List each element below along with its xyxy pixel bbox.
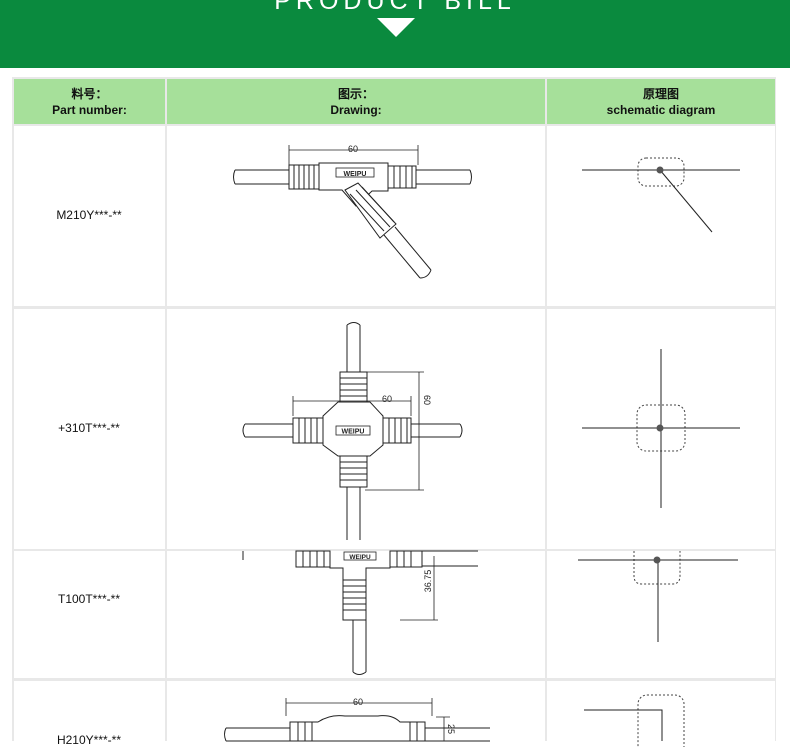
dimension-label-vertical: 60 [422, 395, 432, 405]
dimension-label: 60 [348, 144, 358, 154]
row-2-part-cell [14, 309, 165, 549]
part-number-row-1: M210Y***-** [56, 208, 122, 222]
header-part-number: 料号： Part number: [14, 79, 165, 124]
dimension-label-vertical: 25 [446, 724, 456, 734]
title-banner: PRODUCT BILL [0, 0, 790, 68]
row-3-schematic-cell [547, 551, 775, 678]
brand-logo: WEIPU [344, 171, 367, 178]
header-drawing: 图示： Drawing: [167, 79, 545, 124]
header-drawing-en: Drawing: [330, 102, 382, 117]
dimension-label-horizontal: 60 [382, 394, 392, 404]
row-1-schematic-cell [547, 126, 775, 306]
part-number-row-3: T100T***-** [57, 592, 121, 606]
header-drawing-cn: 图示： [337, 86, 374, 101]
header-schematic: 原理图 schematic diagram [547, 79, 775, 124]
part-number-row-2: +310T***-** [58, 421, 120, 435]
dimension-label-horizontal: 60 [353, 697, 363, 707]
header-schematic-cn: 原理图 [642, 86, 679, 101]
banner-title: PRODUCT BILL [274, 0, 516, 15]
brand-logo: WEIPU [342, 429, 365, 436]
brand-logo: WEIPU [349, 554, 371, 561]
row-1-part-cell [14, 126, 165, 306]
row-1-drawing-cell [167, 126, 545, 306]
header-part-number-cn: 料号： [71, 86, 108, 101]
row-4-part-cell [14, 681, 165, 741]
row-3-part-cell [14, 551, 165, 678]
dimension-label: 36.75 [423, 570, 433, 593]
header-schematic-en: schematic diagram [606, 102, 716, 117]
chevron-down-icon [377, 18, 415, 37]
row-4-schematic-cell [547, 681, 775, 741]
header-part-number-en: Part number: [52, 102, 127, 117]
